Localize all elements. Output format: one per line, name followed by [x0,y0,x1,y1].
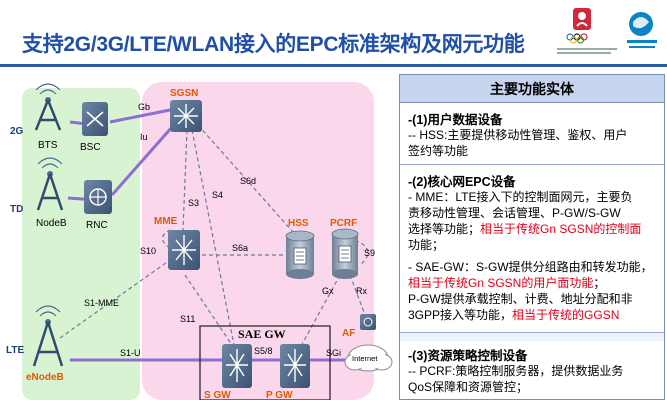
section-line: 选择等功能；相当于传统Gn SGSN的控制面 [408,221,641,237]
title-bar [0,0,667,64]
if-s11: S11 [180,314,195,324]
section-user-data: -(1)用户数据设备 -- HSS:主要提供移动性管理、鉴权、用户 签约等功能 [400,103,664,165]
if-s1u: S1-U [120,348,141,358]
label-nodeb: NodeB [36,218,67,229]
if-iu: Iu [140,132,148,142]
section-line: QoS保障和资源管控； [408,380,529,394]
if-gx: Gx [322,286,334,296]
bts-icon [34,83,62,131]
if-s1mme: S1-MME [84,298,119,308]
hss-icon [285,230,315,279]
section-core-epc: -(2)核心网EPC设备 - MME：LTE接入下的控制面网元，主要负 责移动性… [400,165,664,333]
label-enodeb: eNodeB [26,372,64,383]
section-line: 责移动性管理、会话管理、P-GW/S-GW [408,206,621,220]
panel-header: 主要功能实体 [400,75,664,103]
if-rx: Rx [356,286,367,296]
highlight-text: 相当于传统Gn SGSN的用户面功能 [408,276,594,290]
label-sae-gw: SAE GW [238,327,286,341]
sgw-icon [222,344,252,388]
section-line: - MME：LTE接入下的控制面网元，主要负 [408,190,633,204]
internet-cloud-icon [344,344,393,372]
section-text: ； [593,276,606,290]
nodeb-icon [36,157,64,211]
if-gb: Gb [138,102,150,112]
section-title: -(1)用户数据设备 [408,113,503,127]
label-hss: HSS [288,218,309,229]
sgsn-icon [170,100,202,132]
section-line: 功能； [408,238,445,252]
label-bsc: BSC [80,142,101,153]
mme-icon [168,230,200,270]
if-s5s8: S5/8 [254,346,273,356]
olympic-logo-icon [557,8,617,54]
enodeb-icon [32,305,64,367]
label-rnc: RNC [86,220,108,231]
links [59,106,369,362]
label-internet: Internet [352,354,378,363]
section-line: -- PCRF:策略控制服务器，提供数据业务 [408,364,624,378]
label-sgsn: SGSN [170,88,198,99]
rnc-icon [84,180,112,214]
highlight-text: 相当于传统Gn SGSN的控制面 [480,222,642,236]
pgw-icon [280,344,310,388]
section-line: -- HSS:主要提供移动性管理、鉴权、用户 [408,128,628,142]
label-pgw: P GW [266,390,293,400]
section-policy: -(3)资源策略控制设备 -- PCRF:策略控制服务器，提供数据业务 QoS保… [400,341,664,399]
label-pcrf: PCRF [330,218,357,229]
pcrf-icon [331,228,359,279]
if-s3: S3 [188,198,199,208]
access-zone [22,88,140,400]
label-af: AF [342,328,355,339]
label-bts: BTS [38,140,58,151]
section-title: -(2)核心网EPC设备 [408,175,516,189]
title-rule [0,64,667,67]
section-line: 3GPP接入等功能，相当于传统的GGSN [408,307,619,323]
label-2g: 2G [10,126,24,137]
highlight-text: 相当于传统的GGSN [512,308,620,322]
if-s9: S9 [364,248,375,258]
page-title: 支持2G/3G/LTE/WLAN接入的EPC标准架构及网元功能 [22,33,525,56]
section-line: - SAE-GW：S-GW提供分组路由和转发功能， [408,260,653,274]
label-lte: LTE [6,345,24,356]
bsc-icon [82,102,108,136]
section-line: 签约等功能 [408,144,469,158]
china-mobile-logo-icon [627,12,657,48]
core-zone [142,82,374,400]
sae-gw-box [199,325,331,400]
section-line: 相当于传统Gn SGSN的用户面功能； [408,275,605,291]
section-line: P-GW提供承载控制、计费、地址分配和非 [408,292,633,306]
epc-architecture-diagram: 2G TD LTE BTS BSC NodeB RNC eNodeB SGSN … [6,82,393,400]
label-td: TD [10,204,23,215]
logos [557,8,657,54]
label-sgw: S GW [204,390,231,400]
label-mme: MME [154,216,178,227]
af-icon [360,314,376,330]
section-text: 选择等功能； [408,222,481,236]
section-text: 3GPP接入等功能， [408,308,513,322]
if-s6d: S6d [240,176,256,186]
if-s4: S4 [212,190,223,200]
if-s6a: S6a [232,243,248,253]
if-sgi: SGi [326,348,341,358]
function-entities-panel: 主要功能实体 -(1)用户数据设备 -- HSS:主要提供移动性管理、鉴权、用户… [399,74,665,400]
section-title: -(3)资源策略控制设备 [408,349,528,363]
if-s10: S10 [140,246,156,256]
